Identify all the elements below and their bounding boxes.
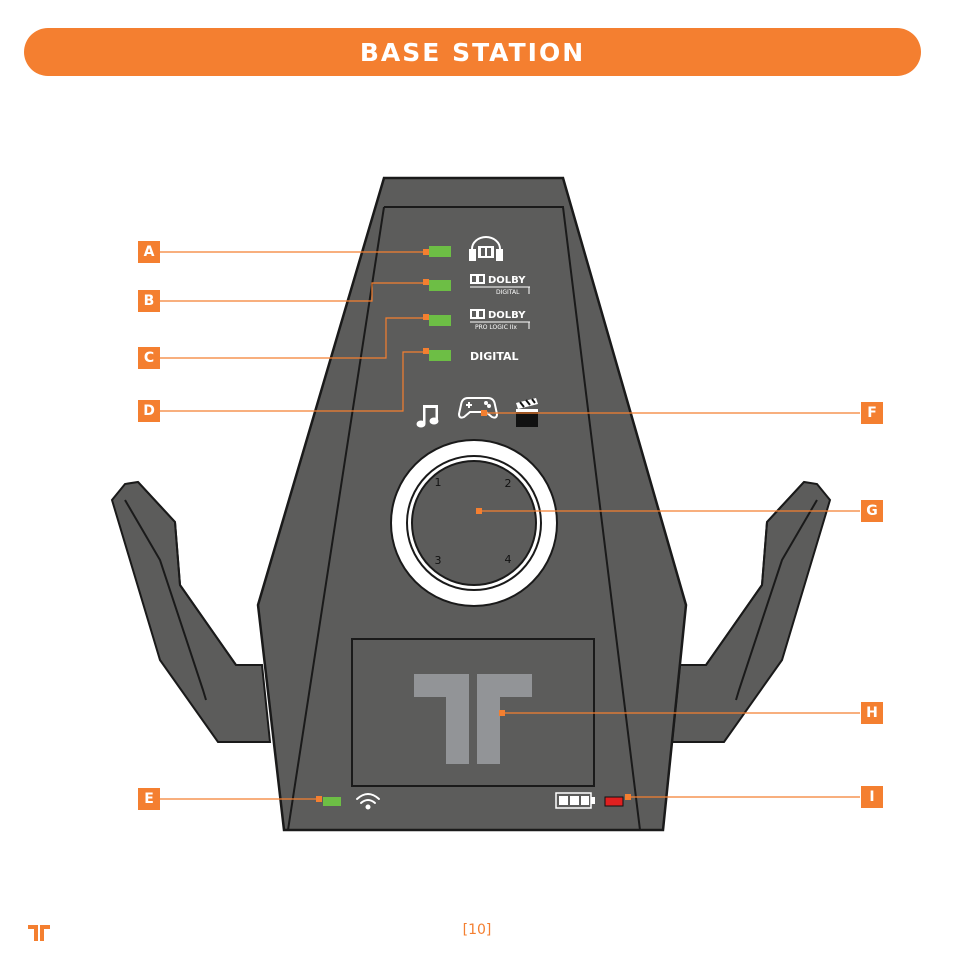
callout-b: B [138, 290, 160, 312]
callout-e: E [138, 788, 160, 810]
dial-label-1: 1 [435, 476, 442, 489]
tritton-logo-icon [414, 674, 532, 764]
tower-inner-panel [287, 206, 641, 831]
volume-dial[interactable]: 1 2 3 4 [390, 439, 558, 607]
clapperboard-icon [516, 398, 538, 427]
dolby-digital-logo-icon: DOLBY DIGITAL [470, 274, 530, 296]
led-dolby-prologic [429, 315, 451, 326]
callout-i: I [861, 786, 883, 808]
led-headphone-dolby [429, 246, 451, 257]
wifi-icon [356, 793, 380, 810]
battery-icon [555, 792, 595, 809]
digital-label: DIGITAL [470, 350, 519, 363]
dolby-prologic-top-text: DOLBY [488, 310, 526, 321]
dolby-digital-sub-text: DIGITAL [496, 289, 520, 296]
section-banner: BASE STATION [24, 28, 921, 76]
right-arm [670, 480, 832, 743]
callout-h: H [861, 702, 883, 724]
page-number: [10] [462, 922, 492, 938]
dial-label-2: 2 [505, 477, 512, 490]
callout-lines [160, 251, 860, 800]
callout-a: A [138, 241, 160, 263]
dial-label-4: 4 [505, 553, 512, 566]
dolby-digital-top-text: DOLBY [488, 275, 526, 286]
callout-c: C [138, 347, 160, 369]
page-title: BASE STATION [359, 37, 586, 67]
callout-f: F [861, 402, 883, 424]
left-arm [110, 480, 272, 743]
music-note-icon [416, 405, 439, 428]
headphone-dolby-icon [469, 236, 503, 261]
led-dolby-digital [429, 280, 451, 291]
dial-label-3: 3 [435, 554, 442, 567]
led-battery [604, 796, 624, 807]
callout-endpoints [316, 249, 631, 802]
dolby-prologic-logo-icon: DOLBY PRO LOGIC IIx [470, 309, 530, 331]
dolby-prologic-sub-text: PRO LOGIC IIx [475, 324, 517, 331]
led-digital [429, 350, 451, 361]
led-wireless [323, 797, 341, 806]
footer-tritton-logo-icon [28, 925, 50, 941]
callout-g: G [861, 500, 883, 522]
callout-d: D [138, 400, 160, 422]
